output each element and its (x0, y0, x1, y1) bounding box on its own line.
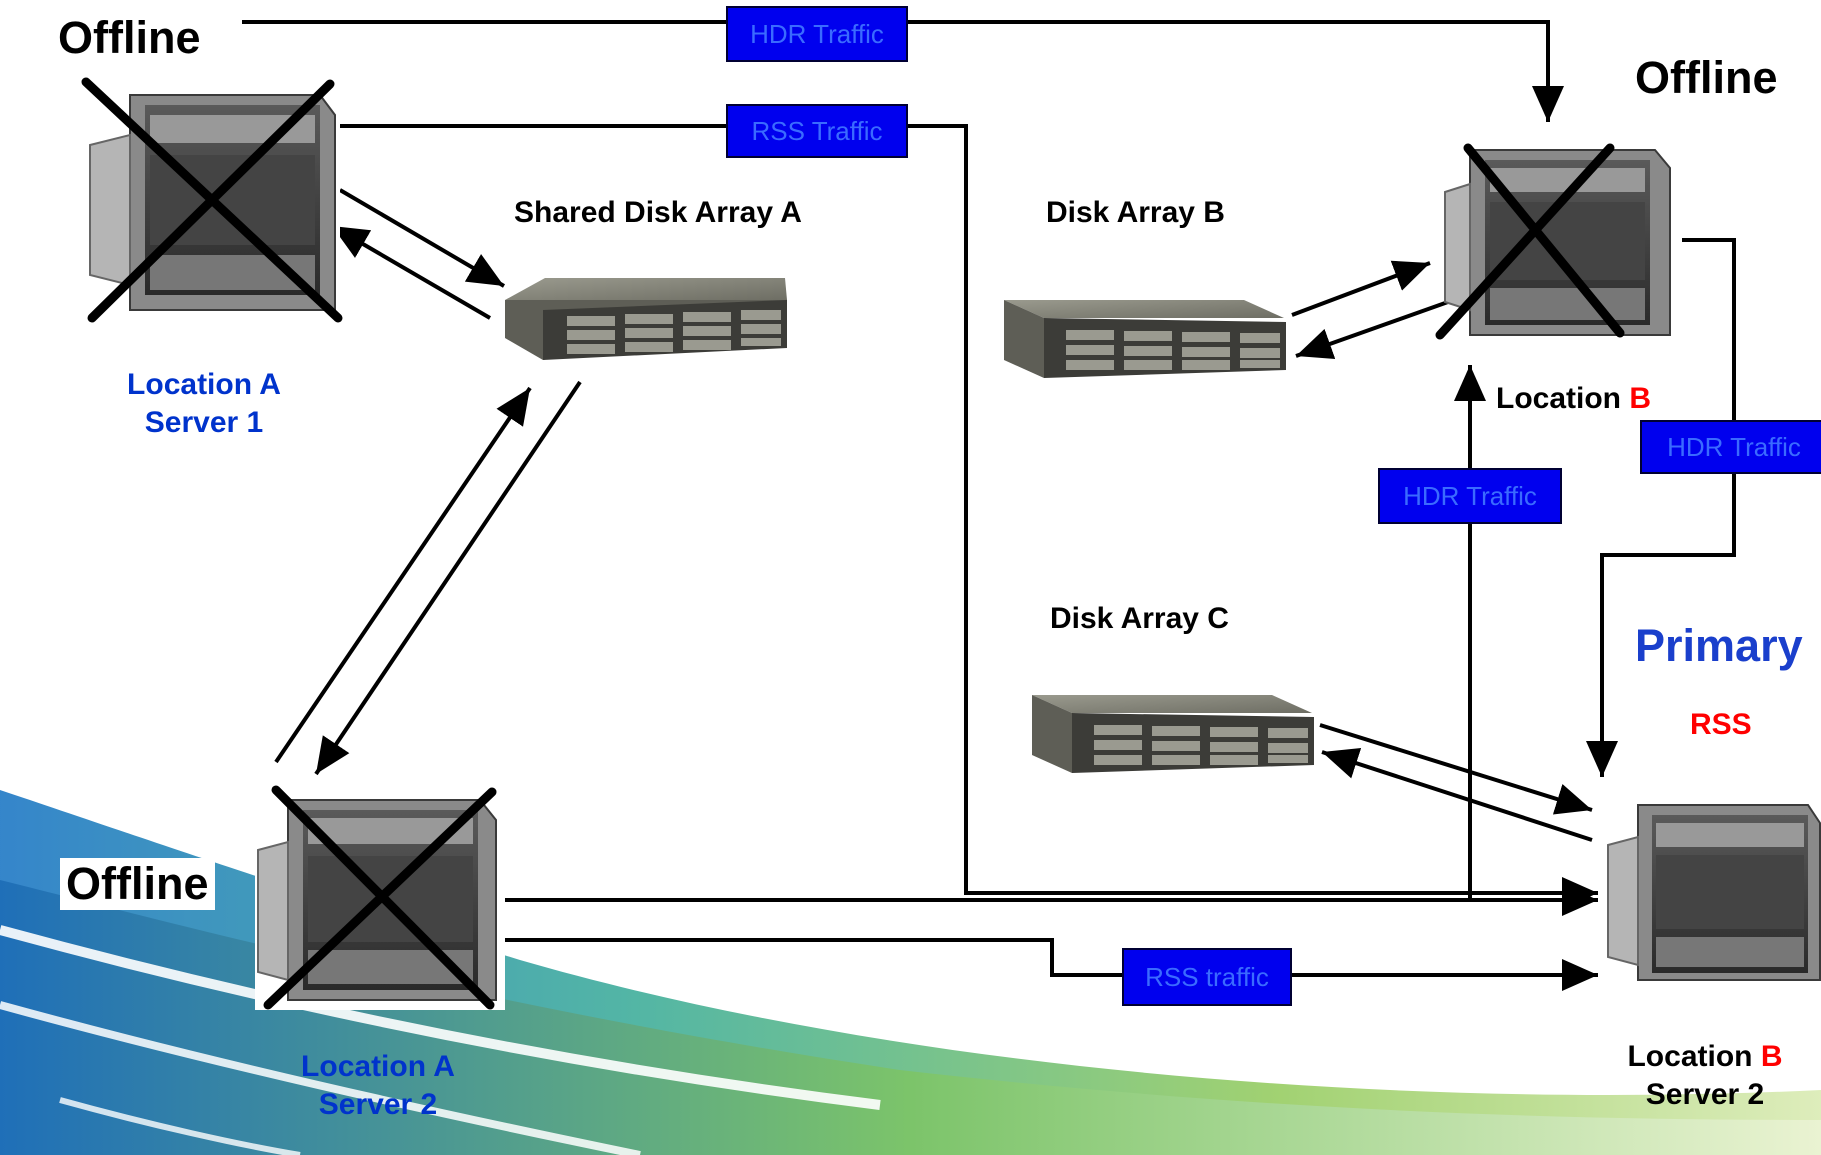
location-a-server-2-label: Location A Server 2 (278, 1048, 478, 1124)
traffic-label-hdr-right: HDR Traffic (1640, 420, 1821, 474)
connection-lines (242, 20, 1736, 991)
location-b-server-1-label: Location B (1496, 380, 1651, 418)
server-icon (1607, 804, 1821, 981)
status-role-b2: RSS (1690, 708, 1752, 741)
location-prefix: Location (1627, 1040, 1761, 1073)
traffic-label-hdr-top: HDR Traffic (726, 6, 908, 62)
disk-array-icon (1032, 695, 1314, 773)
location-a-server-1-label: Location A Server 1 (104, 366, 304, 442)
server-line: Server 2 (318, 1088, 438, 1121)
status-offline-a1: Offline (58, 12, 201, 63)
rss-link-a1-b2 (338, 124, 1598, 909)
swoosh-background (0, 790, 1821, 1155)
offline-x-icon (1435, 143, 1625, 340)
server-icon (89, 85, 340, 320)
location-b-server-2-label: Location B Server 2 (1610, 1038, 1800, 1114)
traffic-label-rss-bottom: RSS traffic (1122, 948, 1292, 1006)
location-letter: B (1629, 382, 1652, 415)
location-prefix: Location (1496, 382, 1630, 415)
offline-x-icon (263, 785, 497, 1010)
location-line: Location A (127, 368, 281, 401)
traffic-label-rss-top: RSS Traffic (726, 104, 908, 158)
status-primary-b2: Primary (1635, 620, 1803, 671)
disk-array-b-label: Disk Array B (1046, 196, 1225, 229)
offline-x-icon (81, 77, 343, 323)
disk-array-icon (1004, 300, 1286, 378)
server-icon (255, 785, 505, 1010)
location-line: Location B (1610, 1038, 1800, 1076)
rss-link-a2-b2 (505, 938, 1598, 991)
location-letter: B (1760, 1040, 1783, 1073)
server-icon (1444, 149, 1671, 336)
disk-array-icon (505, 278, 787, 360)
hdr-link-a1-b1 (242, 20, 1564, 122)
status-offline-a2: Offline (60, 858, 215, 910)
disk-array-c-label: Disk Array C (1050, 602, 1229, 635)
status-offline-b1: Offline (1635, 52, 1778, 103)
hdr-link-b1-b2 (1586, 238, 1736, 777)
traffic-label-hdr-mid: HDR Traffic (1378, 468, 1562, 524)
server-line: Server 2 (1645, 1078, 1765, 1111)
location-line: Location A (301, 1050, 455, 1083)
disk-array-a-label: Shared Disk Array A (514, 196, 802, 229)
server-line: Server 1 (144, 406, 264, 439)
